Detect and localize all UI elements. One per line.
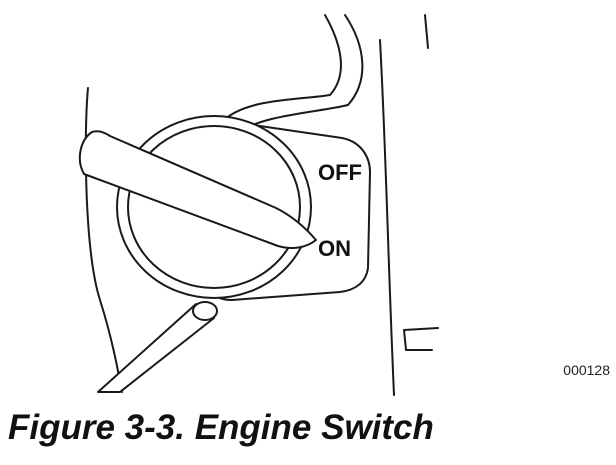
on-label: ON xyxy=(318,236,351,261)
top-cable-left xyxy=(221,14,342,123)
top-right-line xyxy=(424,14,429,49)
bracket-right xyxy=(403,327,439,351)
off-label: OFF xyxy=(318,160,362,185)
housing-left-edge xyxy=(84,87,123,393)
top-cable-right xyxy=(239,14,364,133)
switch-knob-inner-ring xyxy=(127,125,301,289)
figure-caption: Figure 3-3. Engine Switch xyxy=(8,408,434,447)
switch-lever[interactable] xyxy=(78,130,317,249)
figure-reference-number: 000128 xyxy=(563,362,610,378)
lower-cable-cap xyxy=(192,301,218,321)
housing-right-edge xyxy=(379,39,395,396)
